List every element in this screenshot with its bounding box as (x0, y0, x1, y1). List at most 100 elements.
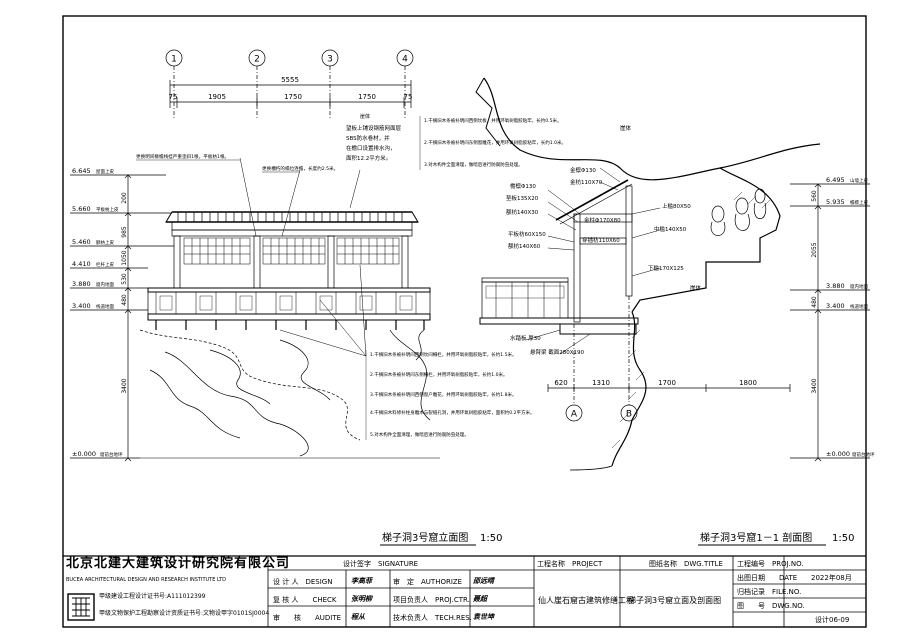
note-roof-line-4: 面积12.2平方米。 (346, 154, 391, 162)
dwg-no-label: 图 号 DWG.NO. (737, 602, 805, 610)
bdim-620: 620 (554, 379, 567, 387)
proj-ctr-label: 项目负责人 PROJ.CTR. (393, 596, 470, 604)
label-jinlin: 金檩Φ130 (570, 166, 596, 174)
label-jinfang: 金枋110X70 (570, 178, 603, 186)
label-yanfang: 额枋140X30 (506, 208, 539, 216)
bdim-1700: 1700 (658, 379, 676, 387)
label-zhong-kan: 中槛140X50 (654, 225, 687, 233)
project-header: 工程名称 PROJECT (537, 560, 603, 568)
bdim-1310: 1310 (592, 379, 610, 387)
elev-5460-label: 额枋上皮 (96, 239, 114, 246)
relev-3880-label: 窟内地面 (850, 283, 868, 290)
title-block-grid (63, 555, 866, 627)
relev-3400: 3.400 (826, 302, 845, 310)
section-view (475, 77, 870, 471)
project-name: 仙人崖石窟古建筑修缮工程 (538, 596, 634, 605)
right-note-3: 3.对木构件全面清理，做暗后进行防腐防虫处理。 (424, 161, 523, 168)
label-yanlin: 檐檩Φ130 (510, 182, 536, 190)
date-value: 2022年08月 (811, 574, 852, 582)
right-view-scale: 1:50 (832, 533, 854, 544)
dim-1905: 1905 (208, 93, 226, 101)
relev-0000: ±0.000 (826, 450, 850, 458)
dim-75-right: 75 (404, 93, 413, 101)
vdim-985: 985 (121, 226, 128, 238)
relev-0000-label: 窟前台地坪 (852, 451, 875, 458)
file-no-label: 归档记录 FILE.NO. (737, 588, 802, 596)
left-view-title: 梯子洞3号窟立面图 (382, 531, 468, 544)
elev-5660-label: 平板枋上皮 (96, 206, 119, 213)
dwg-title-header: 图纸名称 DWG.TITLE (649, 560, 723, 568)
note-roof-line-3: 在檐口设置排水沟， (346, 144, 396, 152)
relev-3400-label: 栈道地面 (850, 303, 868, 310)
label-xia-kan: 下槛170X125 (648, 264, 684, 272)
bottom-note-3: 3.干摘旧木条被补明间西侧窗户雕花，并用环氧树脂胶粘牢，长约1.8米。 (370, 391, 516, 398)
dim-total: 5555 (281, 76, 299, 84)
dim-1750-b: 1750 (358, 93, 376, 101)
bottom-note-2: 2.干摘旧木条被补明间东侧柵栏，并用环氧树脂胶粘牢，长约1.0米。 (370, 371, 507, 378)
elev-0000-label: 窟前台地坪 (100, 451, 123, 458)
rvdim-480: 480 (811, 296, 818, 308)
elev-3400: 3.400 (72, 302, 91, 310)
elev-5460: 5.460 (72, 238, 91, 246)
label-jinzhu: 金柱Φ170X80 (584, 216, 621, 224)
proj-ctr-signature: 聂超 (473, 594, 487, 603)
note-roof-title: 崖体 (360, 113, 370, 120)
elev-6645: 6.645 (72, 167, 91, 175)
label-elan: 额枋140X60 (508, 242, 541, 250)
company-name: 北京北建大建筑设计研究院有限公司 (66, 556, 291, 571)
axis-number-3: 3 (327, 55, 333, 65)
audit-label: 审 核 AUDITE (273, 614, 342, 622)
axis-number-2: 2 (254, 55, 260, 65)
right-elevation-labels: 6.495 山墙上皮 5.935 檐檩上皮 3.880 窟内地面 3.400 栈… (826, 176, 875, 458)
label-shang-kan: 上槛80X50 (662, 202, 691, 210)
proj-no-label: 工程编号 PROJ.NO. (737, 560, 804, 568)
relev-6495-label: 山墙上皮 (850, 177, 868, 184)
vdim-530: 530 (121, 273, 128, 285)
design-signature: 李高菲 (351, 576, 372, 585)
label-dianban: 垫板135X20 (506, 194, 539, 202)
cert-2: 甲级文物保护工程勘察设计资质证书号:文物设甲字0101SJ0004 (99, 610, 270, 617)
design-label: 设 计 人 DESIGN (273, 578, 333, 586)
right-view-title: 梯子洞3号窟1－1 剖面图 (700, 531, 812, 544)
company-seal-icon (67, 593, 95, 621)
bottom-dims: 620 1310 1700 1800 (554, 379, 757, 387)
right-note-2: 2.干摘旧木条被补明间东侧窗雕花，并用环氧树脂胶粘牢，长约1.0米。 (424, 139, 566, 146)
relev-5935: 5.935 (826, 198, 845, 206)
sig-header: 设计签字 SIGNATURE (343, 560, 419, 568)
note-roof-line-2: SBS防水卷材，并 (346, 134, 390, 142)
relev-3880: 3.880 (826, 282, 845, 290)
top-dimensions: 5555 75 1905 1750 1750 75 (169, 76, 413, 101)
rvdim-2055: 2055 (811, 242, 818, 257)
elevation-view (70, 49, 440, 462)
dim-1750-a: 1750 (284, 93, 302, 101)
dim-75-left: 75 (169, 93, 178, 101)
left-vertical-dims: 200 985 1050 530 480 3400 (121, 192, 128, 394)
left-elevation-labels: 6.645 屋面上皮 5.660 平板枋上皮 5.460 额枋上皮 4.410 … (72, 167, 123, 458)
elev-3880: 3.880 (72, 280, 91, 288)
tech-res-signature: 袁世坤 (473, 612, 494, 621)
dwg-title: 梯子洞3号窟立面及剖面图 (628, 596, 722, 605)
bottom-note-1: 1.干摘旧木条被补明间西侧坎间柵栏，并用环氧树脂胶粘牢，长约1.5米。 (370, 351, 516, 358)
label-shuiti: 水踏板 厚30 (510, 334, 541, 342)
vdim-480: 480 (121, 294, 128, 306)
relev-5935-label: 檐檩上皮 (850, 199, 868, 206)
rvdim-3400: 3400 (811, 378, 818, 393)
left-elevation-marks (70, 174, 174, 462)
authorize-label: 审 定 AUTHORIZE (393, 578, 463, 586)
vdim-3400: 3400 (121, 378, 128, 393)
check-signature: 张明柳 (351, 594, 372, 603)
label-rock-2: 崖体 (690, 284, 702, 292)
elev-0000: ±0.000 (72, 450, 96, 458)
note-top-left-1: 更换明间椽檐栈挂严重歪斜1根，平板枋1根。 (136, 153, 229, 160)
dwg-no-value: 设计06-09 (815, 616, 850, 624)
right-notes: 1.干摘旧木条被补明间西侧坎板，并用环氧树脂胶粘牢，长约0.5米。 2.干摘旧木… (419, 116, 566, 170)
bottom-note-4: 4.干摘旧木料修补柱身雕木与裂缝孔洞，并用环氧树脂胶粘牢，面积约0.2平方米。 (370, 409, 534, 416)
axis-letter-a: A (571, 410, 578, 420)
elev-6645-label: 屋面上皮 (96, 168, 114, 175)
label-rock: 崖体 (620, 124, 632, 132)
bottom-notes: 1.干摘旧木条被补明间西侧坎间柵栏，并用环氧树脂胶粘牢，长约1.5米。 2.干摘… (365, 350, 534, 440)
check-label: 复 核 人 CHECK (273, 596, 337, 604)
label-zhuliang: 悬臂梁 截面280X190 (530, 348, 585, 356)
rvdim-560: 560 (811, 190, 818, 202)
